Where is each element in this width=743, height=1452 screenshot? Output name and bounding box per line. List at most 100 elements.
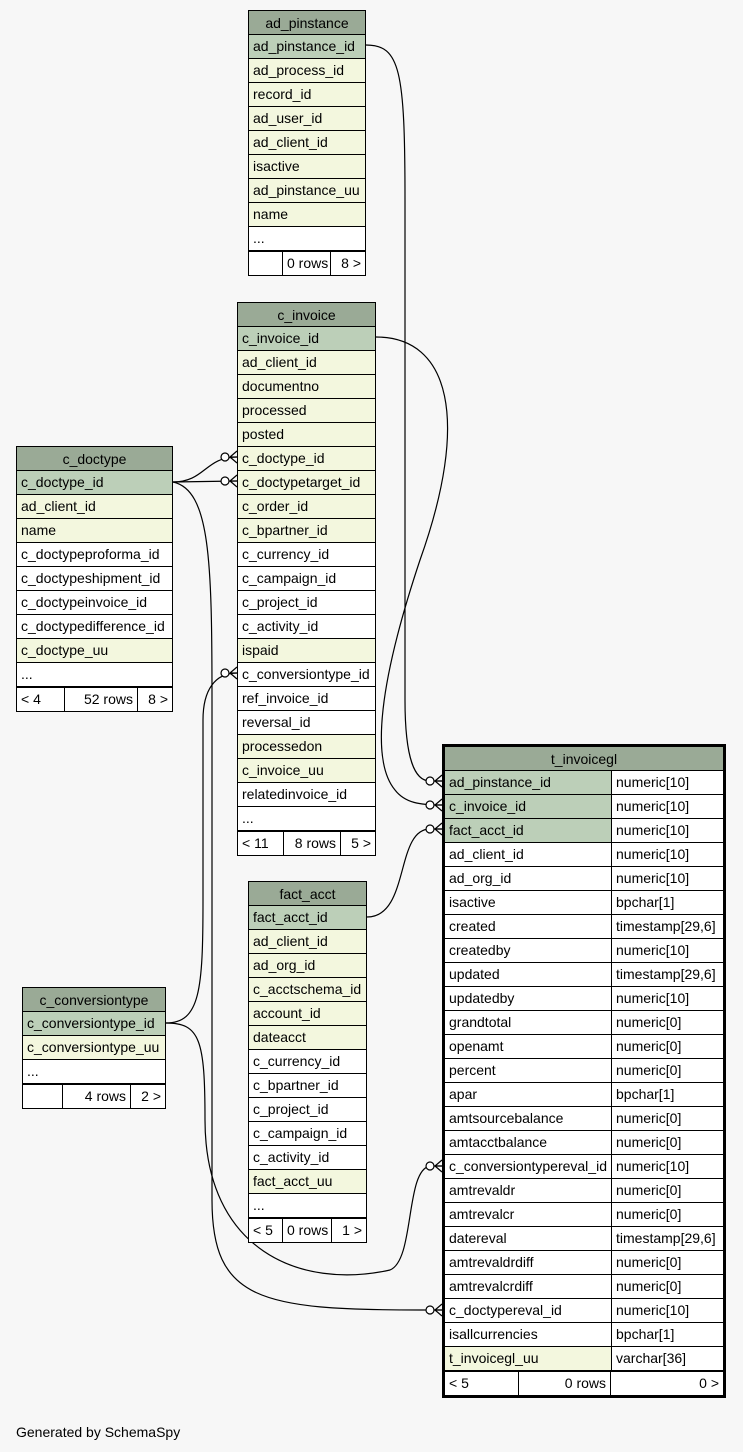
column-row[interactable]: posted bbox=[238, 423, 375, 447]
column-row[interactable]: ad_user_id bbox=[249, 107, 365, 131]
footer-right[interactable]: 8 > bbox=[148, 691, 168, 707]
column-row[interactable]: c_doctypeinvoice_id bbox=[17, 591, 172, 615]
column-row[interactable]: c_doctype_id bbox=[17, 471, 172, 495]
column-row[interactable]: c_doctypeproforma_id bbox=[17, 543, 172, 567]
footer-right[interactable]: 2 > bbox=[141, 1088, 161, 1104]
column-row[interactable]: account_id bbox=[249, 1002, 366, 1026]
footer-right[interactable]: 1 > bbox=[342, 1222, 362, 1238]
column-row[interactable]: ad_client_id bbox=[249, 930, 366, 954]
footer-right[interactable]: 0 > bbox=[699, 1375, 719, 1391]
column-row[interactable]: c_order_id bbox=[238, 495, 375, 519]
column-row[interactable]: ad_pinstance_id bbox=[249, 35, 365, 59]
footer-left[interactable] bbox=[249, 252, 283, 275]
column-row[interactable]: record_id bbox=[249, 83, 365, 107]
column-row[interactable]: fact_acct_uu bbox=[249, 1170, 366, 1194]
column-row[interactable]: ad_client_id bbox=[17, 495, 172, 519]
column-row[interactable]: reversal_id bbox=[238, 711, 375, 735]
footer-right[interactable]: 5 > bbox=[351, 835, 371, 851]
footer-left[interactable] bbox=[23, 1085, 63, 1108]
column-row[interactable]: c_activity_id bbox=[238, 615, 375, 639]
column-row[interactable]: c_campaign_id bbox=[249, 1122, 366, 1146]
column-row[interactable]: processed bbox=[238, 399, 375, 423]
column-row[interactable]: c_invoice_uu bbox=[238, 759, 375, 783]
column-row[interactable]: processedon bbox=[238, 735, 375, 759]
column-row[interactable]: dateacct bbox=[249, 1026, 366, 1050]
column-row[interactable]: c_currency_id bbox=[249, 1050, 366, 1074]
column-type: numeric[0] bbox=[611, 1251, 723, 1274]
column-row[interactable]: c_bpartner_id bbox=[238, 519, 375, 543]
column-row[interactable]: fact_acct_id bbox=[249, 906, 366, 930]
column-row[interactable]: documentno bbox=[238, 375, 375, 399]
footer-right[interactable]: 8 > bbox=[341, 255, 361, 271]
column-row[interactable]: c_conversiontype_uu bbox=[23, 1036, 165, 1060]
column-row[interactable]: c_campaign_id bbox=[238, 567, 375, 591]
footer-left[interactable]: < 5 bbox=[249, 1219, 283, 1242]
column-name: c_doctypetarget_id bbox=[242, 474, 361, 490]
column-row[interactable]: ... bbox=[23, 1060, 165, 1084]
column-row[interactable]: c_doctype_uu bbox=[17, 639, 172, 663]
column-row[interactable]: ref_invoice_id bbox=[238, 687, 375, 711]
column-row[interactable]: c_currency_id bbox=[238, 543, 375, 567]
column-row[interactable]: ad_pinstance_uu bbox=[249, 179, 365, 203]
column-row[interactable]: isactive bbox=[249, 155, 365, 179]
column-row[interactable]: ... bbox=[249, 227, 365, 251]
column-row[interactable]: c_invoice_id bbox=[238, 327, 375, 351]
column-row[interactable]: name bbox=[17, 519, 172, 543]
column-row[interactable]: ... bbox=[249, 1194, 366, 1218]
column-row[interactable]: name bbox=[249, 203, 365, 227]
column-row[interactable]: ad_org_id bbox=[249, 954, 366, 978]
column-row[interactable]: ad_process_id bbox=[249, 59, 365, 83]
column-row[interactable]: c_doctype_id bbox=[238, 447, 375, 471]
column-row[interactable]: c_doctypetarget_id bbox=[238, 471, 375, 495]
footer-left[interactable]: < 5 bbox=[445, 1372, 519, 1395]
column-row[interactable]: c_bpartner_id bbox=[249, 1074, 366, 1098]
column-row[interactable]: relatedinvoice_id bbox=[238, 783, 375, 807]
column-row[interactable]: c_conversiontype_id bbox=[238, 663, 375, 687]
column-row[interactable]: ... bbox=[238, 807, 375, 831]
footer-left[interactable]: < 4 bbox=[17, 688, 65, 711]
column-row[interactable]: c_doctypedifference_id bbox=[17, 615, 172, 639]
column-row[interactable]: c_project_id bbox=[238, 591, 375, 615]
footer-left[interactable]: < 11 bbox=[238, 832, 284, 855]
column-row[interactable]: c_project_id bbox=[249, 1098, 366, 1122]
column-row[interactable]: c_conversiontype_id bbox=[23, 1012, 165, 1036]
column-row[interactable]: ad_client_id bbox=[249, 131, 365, 155]
column-row[interactable]: c_acctschema_id bbox=[249, 978, 366, 1002]
column-row[interactable]: ad_client_id bbox=[238, 351, 375, 375]
column-row[interactable]: ispaid bbox=[238, 639, 375, 663]
column-row[interactable]: c_activity_id bbox=[249, 1146, 366, 1170]
column-row[interactable]: c_doctypeshipment_id bbox=[17, 567, 172, 591]
column-row[interactable]: ... bbox=[17, 663, 172, 687]
